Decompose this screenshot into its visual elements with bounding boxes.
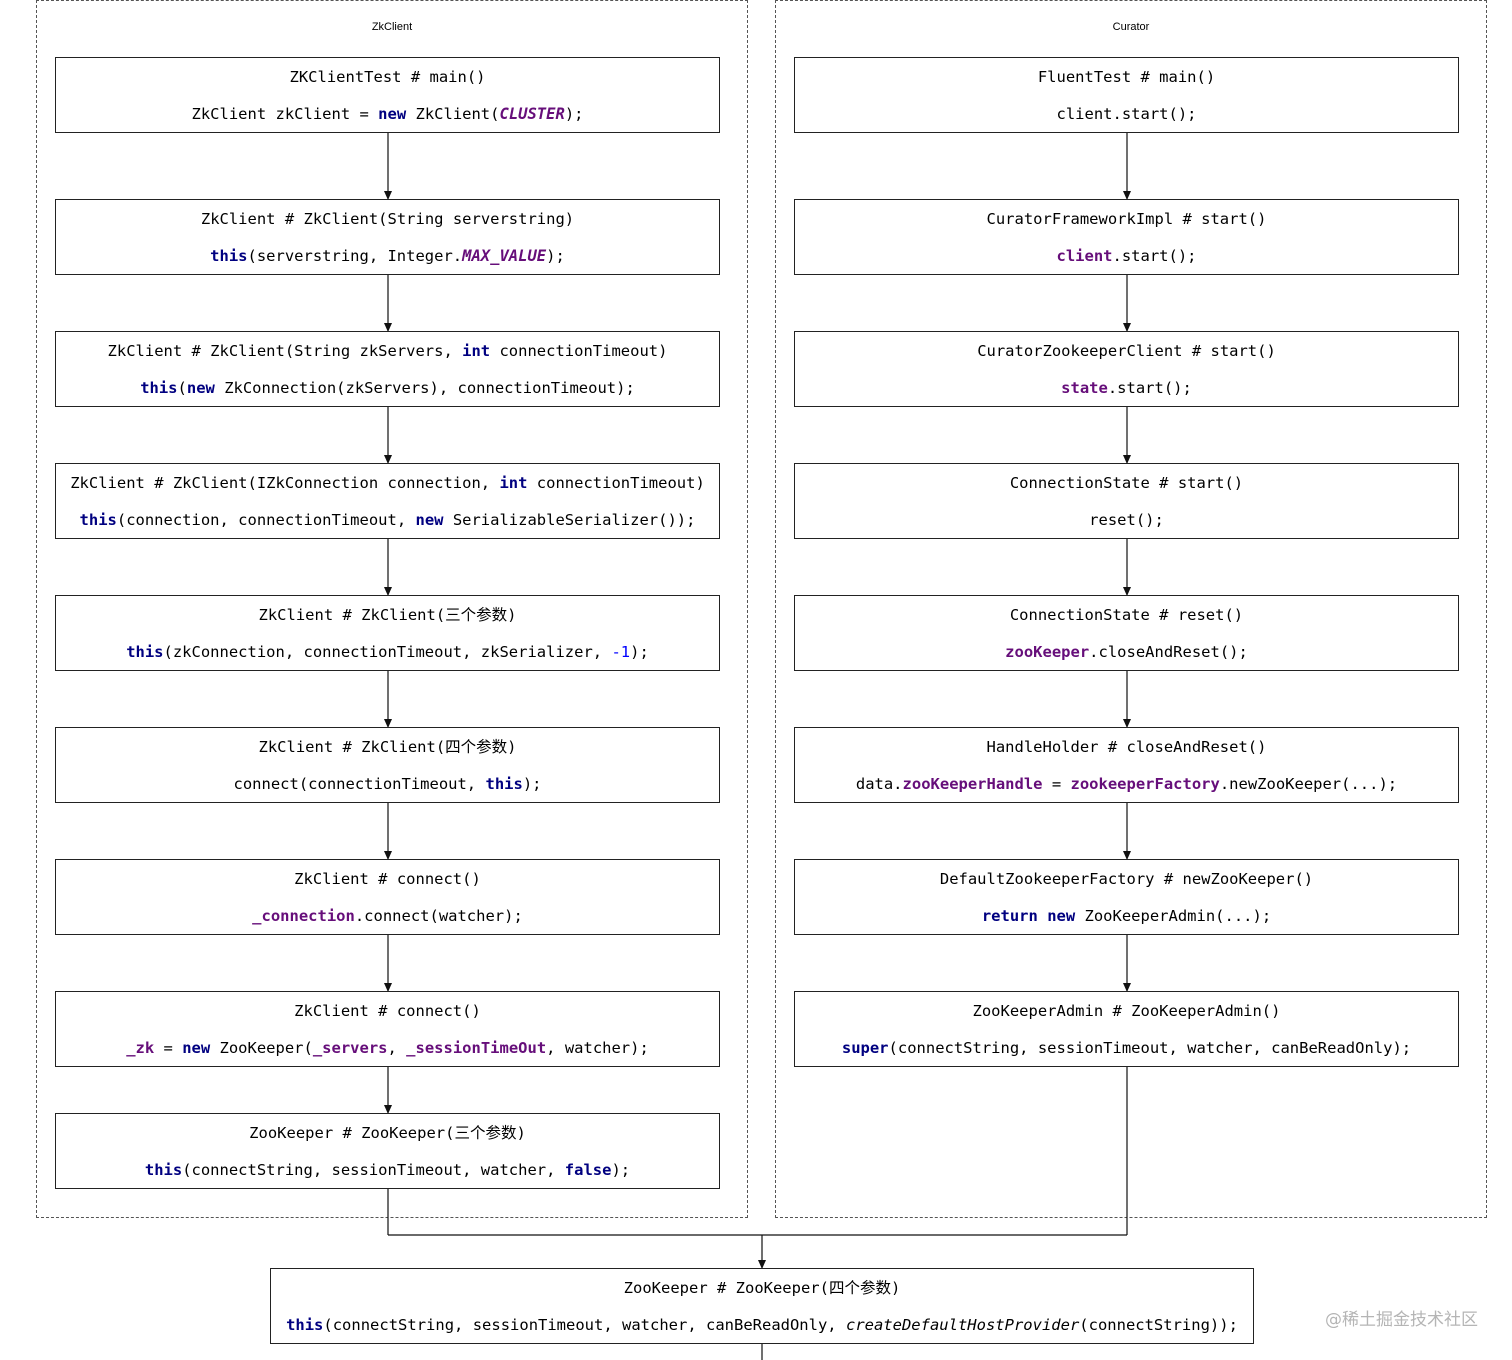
method-body: this(zkConnection, connectionTimeout, zk… bbox=[126, 642, 649, 661]
zkclient-step-8: ZkClient # connect() _zk = new ZooKeeper(… bbox=[55, 991, 720, 1067]
zkclient-step-2: ZkClient # ZkClient(String serverstring)… bbox=[55, 199, 720, 275]
method-signature: ConnectionState # reset() bbox=[1009, 605, 1244, 624]
method-body: this(new ZkConnection(zkServers), connec… bbox=[140, 378, 635, 397]
curator-step-7: DefaultZookeeperFactory # newZooKeeper()… bbox=[794, 859, 1459, 935]
method-signature: CuratorZookeeperClient # start() bbox=[977, 341, 1276, 360]
zkclient-step-4: ZkClient # ZkClient(IZkConnection connec… bbox=[55, 463, 720, 539]
curator-group: Curator bbox=[775, 0, 1487, 1218]
watermark: @稀土掘金技术社区 bbox=[1325, 1310, 1478, 1330]
method-body: ZkClient zkClient = new ZkClient(CLUSTER… bbox=[191, 104, 584, 123]
method-signature: ZkClient # ZkClient(String zkServers, in… bbox=[107, 341, 668, 360]
method-body: connect(connectionTimeout, this); bbox=[233, 774, 542, 793]
method-body: this(connectString, sessionTimeout, watc… bbox=[144, 1160, 631, 1179]
zookeeper-four-arg-constructor: ZooKeeper # ZooKeeper(四个参数) this(connectS… bbox=[270, 1268, 1254, 1344]
zkclient-step-6: ZkClient # ZkClient(四个参数) connect(connect… bbox=[55, 727, 720, 803]
method-body: this(connectString, sessionTimeout, watc… bbox=[286, 1315, 1238, 1334]
method-signature: ZkClient # ZkClient(三个参数) bbox=[258, 605, 517, 624]
method-body: client.start(); bbox=[1056, 104, 1197, 123]
method-signature: ZooKeeper # ZooKeeper(四个参数) bbox=[623, 1278, 901, 1297]
zkclient-step-5: ZkClient # ZkClient(三个参数) this(zkConnecti… bbox=[55, 595, 720, 671]
method-body: _zk = new ZooKeeper(_servers, _sessionTi… bbox=[126, 1038, 649, 1057]
method-signature: ZooKeeper # ZooKeeper(三个参数) bbox=[249, 1123, 526, 1142]
method-signature: ZkClient # ZkClient(IZkConnection connec… bbox=[70, 473, 705, 492]
method-signature: ZKClientTest # main() bbox=[289, 67, 486, 86]
method-signature: ZkClient # ZkClient(String serverstring) bbox=[200, 209, 575, 228]
curator-step-8: ZooKeeperAdmin # ZooKeeperAdmin() super(c… bbox=[794, 991, 1459, 1067]
curator-step-6: HandleHolder # closeAndReset() data.zooKe… bbox=[794, 727, 1459, 803]
method-body: state.start(); bbox=[1061, 378, 1192, 397]
method-signature: ZkClient # connect() bbox=[294, 1001, 481, 1020]
method-signature: HandleHolder # closeAndReset() bbox=[986, 737, 1267, 756]
curator-step-3: CuratorZookeeperClient # start() state.st… bbox=[794, 331, 1459, 407]
curator-step-1: FluentTest # main() client.start(); bbox=[794, 57, 1459, 133]
method-body: reset(); bbox=[1089, 510, 1164, 529]
zkclient-group: ZkClient bbox=[36, 0, 748, 1218]
method-body: super(connectString, sessionTimeout, wat… bbox=[841, 1038, 1412, 1057]
zkclient-step-3: ZkClient # ZkClient(String zkServers, in… bbox=[55, 331, 720, 407]
zkclient-step-1: ZKClientTest # main() ZkClient zkClient =… bbox=[55, 57, 720, 133]
method-signature: DefaultZookeeperFactory # newZooKeeper() bbox=[939, 869, 1314, 888]
curator-step-5: ConnectionState # reset() zooKeeper.close… bbox=[794, 595, 1459, 671]
method-body: return new ZooKeeperAdmin(...); bbox=[981, 906, 1272, 925]
zkclient-step-9: ZooKeeper # ZooKeeper(三个参数) this(connectS… bbox=[55, 1113, 720, 1189]
method-signature: ZkClient # ZkClient(四个参数) bbox=[258, 737, 517, 756]
method-body: _connection.connect(watcher); bbox=[252, 906, 523, 925]
method-signature: ConnectionState # start() bbox=[1009, 473, 1244, 492]
curator-step-4: ConnectionState # start() reset(); bbox=[794, 463, 1459, 539]
zkclient-group-title: ZkClient bbox=[371, 21, 413, 33]
method-body: this(connection, connectionTimeout, new … bbox=[79, 510, 696, 529]
method-signature: CuratorFrameworkImpl # start() bbox=[986, 209, 1267, 228]
method-signature: ZooKeeperAdmin # ZooKeeperAdmin() bbox=[972, 1001, 1281, 1020]
method-signature: FluentTest # main() bbox=[1037, 67, 1216, 86]
method-body: data.zooKeeperHandle = zookeeperFactory.… bbox=[855, 774, 1398, 793]
curator-group-title: Curator bbox=[1112, 21, 1150, 33]
zkclient-step-7: ZkClient # connect() _connection.connect(… bbox=[55, 859, 720, 935]
method-signature: ZkClient # connect() bbox=[294, 869, 481, 888]
curator-step-2: CuratorFrameworkImpl # start() client.sta… bbox=[794, 199, 1459, 275]
method-body: client.start(); bbox=[1056, 246, 1197, 265]
method-body: this(serverstring, Integer.MAX_VALUE); bbox=[210, 246, 565, 265]
method-body: zooKeeper.closeAndReset(); bbox=[1005, 642, 1248, 661]
